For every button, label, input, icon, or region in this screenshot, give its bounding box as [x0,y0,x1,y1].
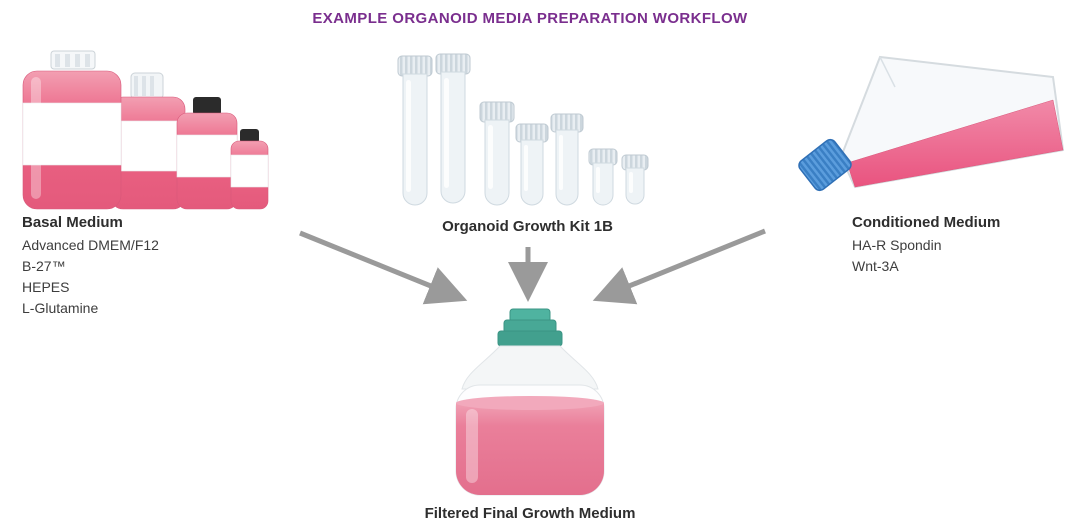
basal-item-hepes: HEPES [22,279,70,295]
conditioned-item-spondin: HA-R Spondin [852,237,942,253]
basal-medium-title: Basal Medium [22,214,123,231]
vial [588,148,618,206]
flask-body [839,55,1065,189]
final-bottle-cap [497,308,563,347]
final-medium-title: Filtered Final Growth Medium [424,505,636,522]
bottle-1 [22,50,122,210]
conditioned-flask-illustration [798,55,1065,192]
conditioned-item-wnt3a: Wnt-3A [852,258,899,274]
conditioned-medium-label-block: Conditioned Medium HA-R Spondin Wnt-3A [852,212,1000,277]
final-bottle-body [455,345,605,496]
vial [621,154,649,205]
basal-item-b27: B-27™ [22,258,66,274]
vial [435,53,471,204]
growth-kit-vials-illustration [397,53,649,206]
vial [515,123,549,206]
arrow-from-basal [299,230,468,305]
vial [479,101,515,206]
bottle-4 [230,129,269,210]
bottle-3 [176,97,238,210]
growth-kit-title: Organoid Growth Kit 1B [442,218,613,235]
basal-item-lglutamine: L-Glutamine [22,300,99,316]
vial [550,113,584,206]
flask-cap [798,138,852,192]
arrow-from-conditioned [592,228,766,305]
conditioned-medium-title: Conditioned Medium [852,214,1001,231]
basal-item-dmem: Advanced DMEM/F12 [22,237,159,253]
final-bottle-illustration [455,308,605,496]
vial [397,55,433,206]
page-title: EXAMPLE ORGANOID MEDIA PREPARATION WORKF… [312,10,748,27]
basal-medium-label-block: Basal Medium Advanced DMEM/F12 B-27™ HEP… [22,212,159,319]
basal-bottles-illustration [22,50,269,210]
bottle-2 [110,72,186,210]
